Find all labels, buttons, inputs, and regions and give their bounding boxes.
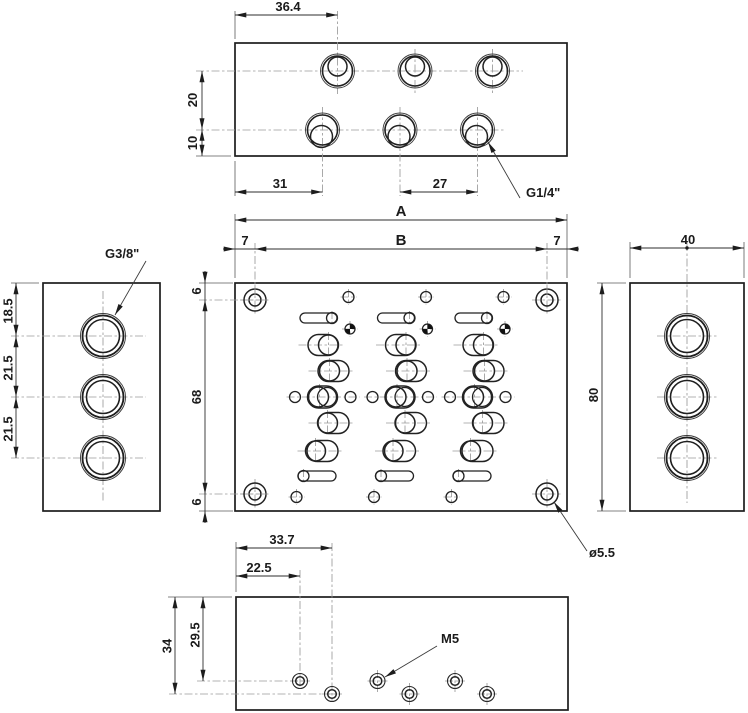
dim-6-top: 6 [189,287,204,294]
dim-33-7: 33.7 [269,532,294,547]
dim-22-5: 22.5 [246,560,271,575]
dim-21-5-a: 21.5 [1,355,16,380]
dim-29-5: 29.5 [188,622,203,647]
right-side-view: 40 80 [586,232,745,512]
dim-80: 80 [586,388,601,402]
dim-18-5: 18.5 [1,298,16,323]
dim-7-left: 7 [241,233,248,248]
right-view-dimensions: 40 80 [586,232,745,512]
bottom-view-dimensions: 33.7 22.5 34 29.5 M5 [160,532,459,694]
dim-A: A [396,203,407,220]
left-side-view: 18.5 21.5 21.5 G3/8" [1,246,161,512]
dim-40-center-tick [685,246,689,250]
port-label-g38: G3/8" [105,246,139,261]
left-view-dimensions: 18.5 21.5 21.5 G3/8" [1,246,147,458]
front-view: A 7 B 7 6 68 6 ø5. [189,203,615,560]
top-view-dimensions: 36.4 20 10 31 27 G1/4" [185,0,560,200]
dim-27: 27 [433,176,447,191]
dim-B: B [396,232,407,249]
bottom-view: 33.7 22.5 34 29.5 M5 [160,532,569,711]
hole-label-dia55: ø5.5 [589,545,615,560]
dim-34: 34 [160,638,175,653]
dim-68: 68 [189,390,204,404]
dim-31: 31 [273,176,287,191]
top-view-plate-outline [234,42,568,157]
dim-36-4: 36.4 [275,0,301,14]
dim-20: 20 [185,93,200,107]
dim-10: 10 [185,136,200,150]
dim-40: 40 [681,232,695,247]
dim-6-bottom: 6 [189,498,204,505]
top-view: 36.4 20 10 31 27 G1/4" [185,0,568,200]
front-view-dimensions: A 7 B 7 6 68 6 ø5. [189,203,615,560]
port-label-g14: G1/4" [526,185,560,200]
dim-21-5-b: 21.5 [1,416,16,441]
hole-label-m5: M5 [441,631,459,646]
dim-7-right: 7 [553,233,560,248]
